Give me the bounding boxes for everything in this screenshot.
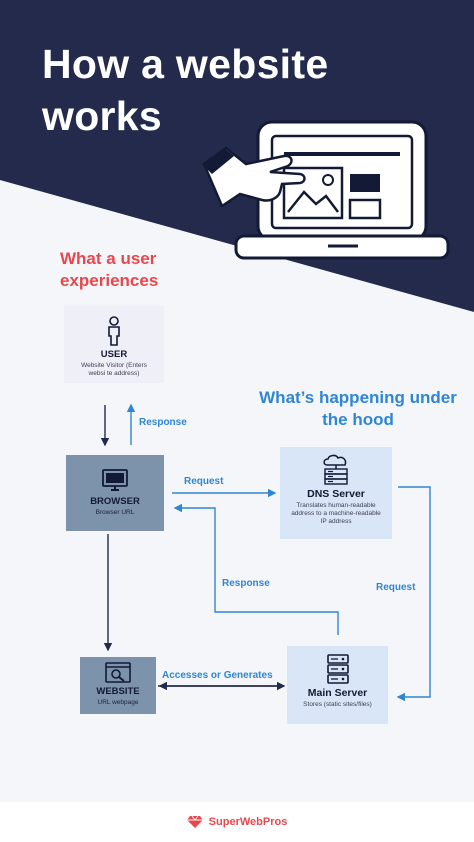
edge-dns-to-main [396, 486, 431, 702]
page-title: How a website works [42, 41, 329, 139]
monitor-icon [102, 469, 128, 491]
person-icon [108, 316, 120, 346]
section-title-user: What a user experiences [60, 249, 159, 290]
footer-brand: SuperWebPros [208, 816, 288, 828]
edge-label-response-top: Response [139, 417, 187, 428]
edge-main-to-browser [173, 503, 339, 635]
node-dns-desc: Translates human-readable address to a m… [291, 502, 381, 525]
server-stack-icon [326, 654, 349, 684]
node-website: WEBSITE URL webpage [80, 657, 156, 714]
webpage-search-icon [105, 662, 131, 683]
node-main-label: Main Server [307, 687, 368, 699]
node-main-server: Main Server Stores (static sites/files) [287, 646, 388, 724]
cloud-server-icon [323, 454, 348, 485]
node-browser-label: BROWSER [90, 496, 140, 507]
node-main-desc: Stores (static sites/files) [303, 701, 372, 708]
node-dns-label: DNS Server [307, 488, 365, 500]
node-user-label: USER [100, 349, 128, 360]
footer: SuperWebPros [0, 802, 474, 842]
node-browser-desc: Browser URL [95, 509, 135, 516]
gem-logo-icon [186, 815, 203, 828]
section-title-hood: What’s happening under the hood [259, 388, 457, 429]
edge-label-request-dns-main: Request [376, 582, 416, 593]
node-website-desc: URL webpage [97, 699, 139, 706]
node-website-label: WEBSITE [96, 686, 140, 697]
edge-label-response-main-browser: Response [222, 578, 270, 589]
edge-label-accesses: Accesses or Generates [162, 670, 273, 681]
node-browser: BROWSER Browser URL [66, 455, 164, 531]
node-user: USER Website Visitor (Enters websi te ad… [64, 306, 164, 383]
laptop-hand-illustration [202, 120, 450, 260]
node-user-desc: Website Visitor (Enters websi te address… [81, 362, 147, 377]
edge-label-request-browser-dns: Request [184, 476, 224, 487]
node-dns: DNS Server Translates human-readable add… [280, 447, 392, 539]
